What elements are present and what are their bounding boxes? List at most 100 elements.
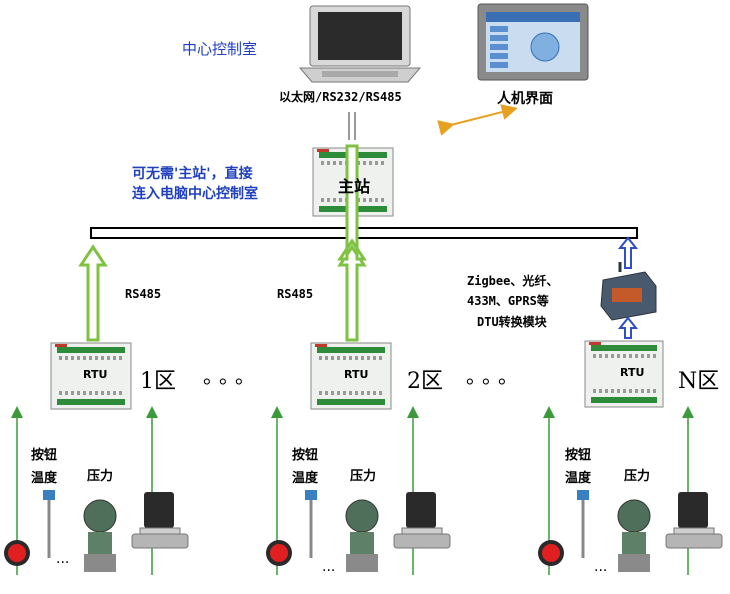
- rtu-module-n-led: [635, 354, 638, 358]
- pressure-transmitter-icon-3: [617, 499, 651, 572]
- pressure-transmitter-icon-1: [83, 499, 117, 572]
- rtu-module-2: [310, 342, 392, 410]
- laptop-screen: [318, 12, 402, 60]
- dtu-note-line1: Zigbee、光纤、: [467, 274, 559, 288]
- rtu-module-2-led: [319, 391, 322, 395]
- rtu-module-n-led: [623, 389, 626, 393]
- rtu-module-2-led: [373, 356, 376, 360]
- master-station-label: 主站: [338, 177, 371, 196]
- dtu-label-plate: [612, 288, 642, 302]
- rtu-module-n-led: [617, 354, 620, 358]
- push-button-icon-2: [266, 540, 292, 566]
- solenoid-valve-icon-1: [131, 492, 189, 549]
- rtu-module-n-top-terminals: [591, 345, 657, 351]
- pressure-transmitter-icon-2: [345, 499, 379, 572]
- dtu-module-icon: [600, 262, 657, 321]
- control-room-label: 中心控制室: [182, 40, 258, 58]
- master-station-module-led: [327, 161, 330, 165]
- master-station-module-led: [327, 198, 330, 202]
- rtu-module-2-led: [331, 391, 334, 395]
- rtu-module-1: [50, 342, 132, 410]
- master-station-module-led: [321, 198, 324, 202]
- master-station-module-led: [333, 161, 336, 165]
- rtu-module-2-led: [337, 391, 340, 395]
- hmi-button: [490, 62, 508, 68]
- rtu-module-2-led: [379, 356, 382, 360]
- rtu-module-1-body: [50, 342, 132, 410]
- rtu-module-n-bottom-terminals: [591, 397, 657, 403]
- push-button-icon-3: [538, 540, 564, 566]
- rs485-label-1: RS485: [125, 287, 162, 301]
- rtu-module-2-led: [331, 356, 334, 360]
- push-button-icon-1-cap: [8, 544, 26, 562]
- rtu-module-2-led: [367, 356, 370, 360]
- rtu-module-1-led: [71, 391, 74, 395]
- rtu-module-2-led: [325, 391, 328, 395]
- rtu-module-2-led: [349, 391, 352, 395]
- rtu-module-n-led: [605, 354, 608, 358]
- rtu-module-1-led: [59, 391, 62, 395]
- push-button-icon-2-cap: [270, 544, 288, 562]
- rtu-module-1-led: [89, 356, 92, 360]
- rtu-module-2-led: [373, 391, 376, 395]
- temperature-sensor-icon-1-head: [43, 490, 55, 500]
- rtu-module-2-top-terminals: [317, 347, 385, 353]
- hmi-caption: 人机界面: [497, 91, 553, 107]
- master-station-module-led: [375, 161, 378, 165]
- rtu-module-1-led: [119, 356, 122, 360]
- rtu-module-n-led: [629, 354, 632, 358]
- master-station-module-led: [333, 198, 336, 202]
- master-station-module-led: [339, 161, 342, 165]
- rtu-module-2-led: [337, 356, 340, 360]
- rtu-module-2-led: [319, 356, 322, 360]
- push-button-icon-3-cap: [542, 544, 560, 562]
- rtu-module-n-status-led: [589, 342, 601, 345]
- master-station-module-led: [363, 161, 366, 165]
- rtu-module-2-led: [343, 356, 346, 360]
- pressure-transmitter-icon-2-flange: [346, 554, 378, 572]
- rtu-module-1-led: [113, 391, 116, 395]
- rs485-label-2: RS485: [277, 287, 314, 301]
- pressure-transmitter-icon-1-flange: [84, 554, 116, 572]
- rtu-module-n-led: [593, 389, 596, 393]
- rtu-module-n-led: [641, 389, 644, 393]
- field-label-temp-2: 温度: [292, 471, 319, 486]
- solenoid-valve-icon-3-pipe: [665, 533, 723, 549]
- field-more-n: ...: [594, 559, 608, 575]
- pressure-transmitter-icon-3-housing: [617, 499, 651, 533]
- rtu-module-1-led: [95, 391, 98, 395]
- rtu-module-n-led: [629, 389, 632, 393]
- rtu-module-n-led: [599, 354, 602, 358]
- rtu-module-1-led: [113, 356, 116, 360]
- rtu-module-1-led: [59, 356, 62, 360]
- temperature-sensor-icon-2: [305, 490, 317, 558]
- rtu-module-2-status-led: [315, 344, 327, 347]
- rtu-module-1-top-terminals: [57, 347, 125, 353]
- master-station-module-status-led: [317, 149, 329, 152]
- hmi-button: [490, 53, 508, 59]
- rtu-module-n-led: [611, 389, 614, 393]
- rtu-module-2-led: [367, 391, 370, 395]
- rtu-module-n-led: [635, 389, 638, 393]
- rtu-module-n-led: [647, 354, 650, 358]
- rtu-module-1-led: [89, 391, 92, 395]
- master-note-line2: 连入电脑中心控制室: [132, 186, 258, 202]
- rtu-module-2-led: [343, 391, 346, 395]
- hmi-button: [490, 35, 508, 41]
- pressure-transmitter-icon-1-body: [88, 532, 112, 554]
- temperature-sensor-icon-2-head: [305, 490, 317, 500]
- field-label-pressure-1: 压力: [87, 469, 114, 484]
- pressure-transmitter-icon-3-body: [622, 532, 646, 554]
- field-label-pressure-2: 压力: [350, 469, 377, 484]
- rtu-module-n-led: [611, 354, 614, 358]
- rtu-label-1: RTU: [83, 368, 108, 381]
- rtu-module-2-led: [349, 356, 352, 360]
- rtu-module-2-led: [355, 356, 358, 360]
- rtu-module-n-led: [593, 354, 596, 358]
- rtu-module-2-led: [325, 356, 328, 360]
- master-station-module-led: [363, 198, 366, 202]
- hmi-button: [490, 44, 508, 50]
- solenoid-valve-icon-1-coil: [144, 492, 174, 528]
- rtu-module-1-led: [83, 391, 86, 395]
